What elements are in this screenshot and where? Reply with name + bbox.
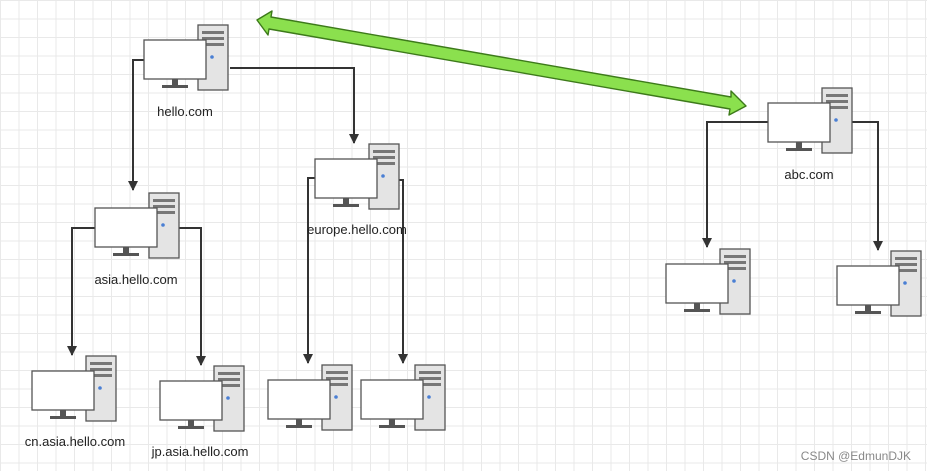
computer-icon-jp xyxy=(159,365,245,432)
computer-icon-europe-child-2 xyxy=(360,364,446,431)
computer-icon-cn xyxy=(31,355,117,422)
computer-icon-europe-child-1 xyxy=(267,364,353,431)
computer-icon-abc-child-1 xyxy=(665,248,751,315)
computer-icon-europe xyxy=(314,143,400,210)
node-label-jp: jp.asia.hello.com xyxy=(151,444,249,459)
node-label-abc: abc.com xyxy=(784,167,833,182)
watermark: CSDN @EdmunDJK xyxy=(801,449,911,463)
node-label-asia: asia.hello.com xyxy=(94,272,177,287)
computer-icon-abc-child-2 xyxy=(836,250,922,317)
node-label-hello: hello.com xyxy=(157,104,213,119)
computer-icon-hello xyxy=(143,24,229,91)
trust-double-arrow xyxy=(256,10,747,116)
node-label-europe: europe.hello.com xyxy=(307,222,407,237)
computer-icon-asia xyxy=(94,192,180,259)
node-label-cn: cn.asia.hello.com xyxy=(25,434,125,449)
computer-icon-abc xyxy=(767,87,853,154)
